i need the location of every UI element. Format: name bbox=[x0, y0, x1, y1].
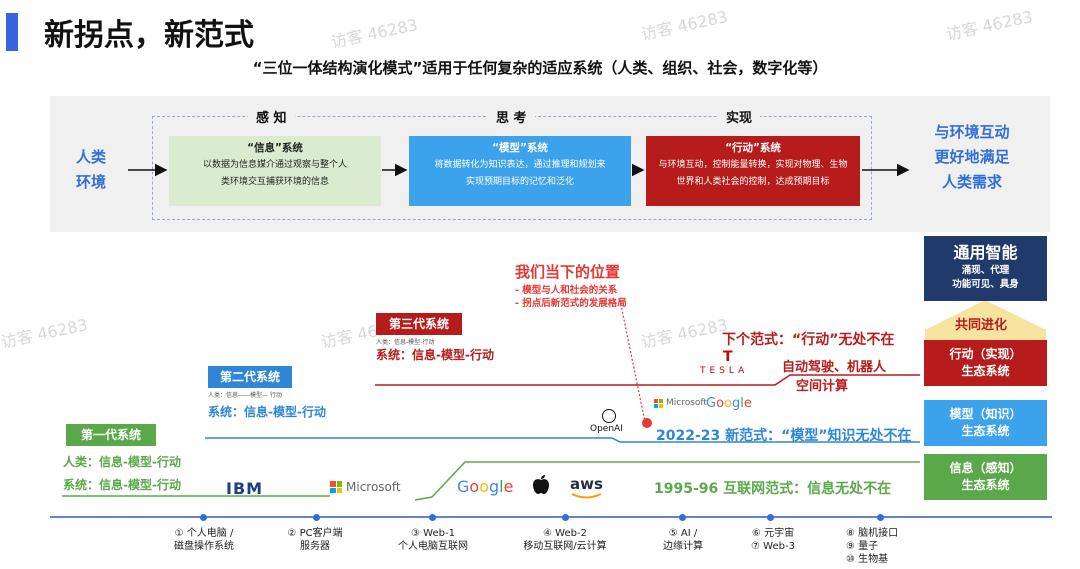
action-system-box: “行动”系统 与环境互动，控制能量转换，实现对物理、生物 世界和人类社会的控制，… bbox=[646, 136, 860, 206]
gen2-badge: 第二代系统 bbox=[208, 366, 292, 388]
action-ecosystem-box: 行动（实现）生态系统 bbox=[924, 340, 1047, 386]
microsoft-logo-icon-small bbox=[654, 399, 663, 408]
gen1-system-line: 系统：信息-模型-行动 bbox=[63, 478, 181, 492]
timeline-label-client-server: ② PC客户端服务器 bbox=[287, 528, 343, 552]
gen3-human-line: 人类：信息-模型-行动 bbox=[376, 339, 435, 346]
next-paradigm-spatial: 空间计算 bbox=[796, 379, 849, 394]
timeline-dot bbox=[679, 514, 686, 521]
timeline-dot bbox=[562, 514, 569, 521]
openai-logo-icon bbox=[602, 409, 616, 423]
info-ecosystem-box: 信息（感知）生态系统 bbox=[924, 454, 1047, 500]
outcome-label: 与环境互动更好地满足人类需求 bbox=[934, 123, 1010, 191]
timeline-label-ai: ⑤ AI /边缘计算 bbox=[663, 528, 703, 552]
next-paradigm-label: 下个范式：“行动”无处不在 bbox=[722, 332, 895, 348]
current-position-point-2: - 拐点后新范式的发展格局 bbox=[515, 298, 627, 309]
tesla-t-icon: T bbox=[723, 349, 733, 365]
next-paradigm-examples: 自动驾驶、机器人 bbox=[782, 360, 887, 375]
ibm-logo: IBM bbox=[226, 479, 264, 498]
title-accent-bar bbox=[6, 13, 18, 51]
stage-perception: 感 知 bbox=[248, 107, 295, 126]
model-paradigm-label: 2022-23 新范式：“模型”知识无处不在 bbox=[656, 428, 912, 444]
gen1-badge: 第一代系统 bbox=[66, 424, 156, 446]
tesla-logo: TESLA bbox=[700, 366, 749, 376]
timeline-dot bbox=[767, 514, 774, 521]
aws-logo: aws bbox=[570, 475, 603, 493]
gen2-system-line: 系统：信息-模型-行动 bbox=[208, 405, 326, 419]
stage-realization: 实现 bbox=[718, 107, 761, 126]
current-position-pointer bbox=[619, 299, 646, 423]
coevolution-arrow-head bbox=[925, 300, 1046, 330]
microsoft-logo-small: Microsoft bbox=[666, 398, 707, 408]
openai-logo: OpenAI bbox=[590, 424, 623, 434]
timeline-dot bbox=[200, 514, 207, 521]
microsoft-logo-icon bbox=[330, 481, 342, 493]
model-ecosystem-box: 模型（知识）生态系统 bbox=[924, 400, 1047, 446]
stage-thinking: 思 考 bbox=[488, 107, 535, 126]
timeline-label-pc: ① 个人电脑 /磁盘操作系统 bbox=[174, 528, 234, 552]
google-logo: Google bbox=[457, 477, 514, 496]
timeline-dot bbox=[877, 514, 884, 521]
gen3-badge: 第三代系统 bbox=[376, 313, 462, 335]
coevolution-band bbox=[925, 329, 1046, 340]
aws-smile-icon bbox=[571, 493, 602, 499]
apple-logo-icon bbox=[533, 475, 549, 494]
model-system-box: “模型”系统 将数据转化为知识表达，通过推理和规划来 实现预期目标的记忆和泛化 bbox=[409, 136, 631, 206]
current-position-point-1: - 模型与人和社会的关系 bbox=[515, 285, 618, 296]
coevolution-label: 共同进化 bbox=[955, 318, 1008, 333]
internet-paradigm-line bbox=[414, 461, 920, 501]
timeline-dot bbox=[313, 514, 320, 521]
gen2-human-line: 人类：信息——模型— 行动 bbox=[208, 392, 282, 399]
action-paradigm-line bbox=[375, 374, 920, 386]
information-system-box: “信息”系统 以数据为信息媒介通过观察与整个人 类环境交互捕获环境的信息 bbox=[169, 136, 381, 206]
model-paradigm-line bbox=[205, 437, 920, 443]
timeline-dot bbox=[429, 514, 436, 521]
current-position-title: 我们当下的位置 bbox=[515, 263, 621, 281]
general-intelligence-box: 通用智能 涌现、代理 功能可见、具身 bbox=[924, 236, 1047, 301]
gen1-human-line: 人类：信息-模型-行动 bbox=[63, 455, 181, 469]
human-environment-label: 人类环境 bbox=[75, 148, 106, 191]
microsoft-logo: Microsoft bbox=[346, 480, 401, 494]
current-position-marker bbox=[642, 418, 652, 428]
page-title: 新拐点，新范式 bbox=[44, 18, 254, 53]
gen3-system-line: 系统：信息-模型-行动 bbox=[376, 348, 494, 362]
internet-paradigm-label: 1995-96 互联网范式：信息无处不在 bbox=[654, 481, 892, 497]
google-logo-small: Google bbox=[706, 396, 752, 411]
page-subtitle: “三位一体结构演化模式”适用于任何复杂的适应系统（人类、组织、社会，数字化等） bbox=[252, 59, 828, 77]
